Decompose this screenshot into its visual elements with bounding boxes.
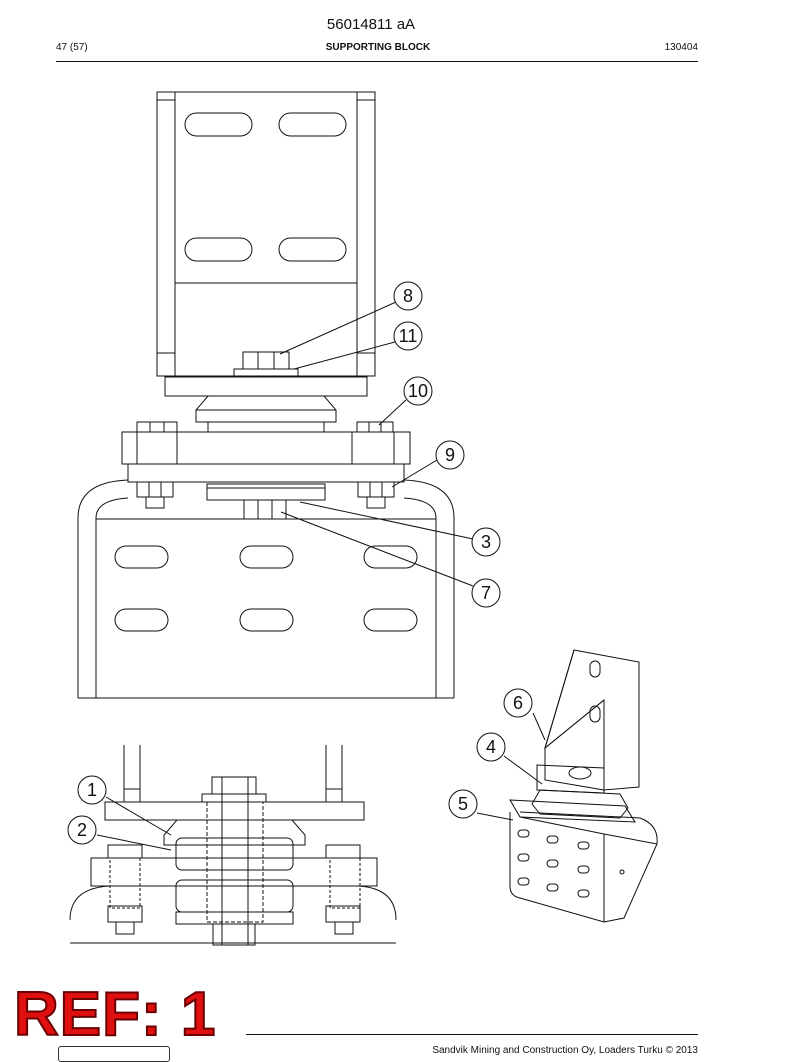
frame-slot — [363, 608, 418, 632]
bolt-head — [242, 351, 290, 370]
bracket-slot — [184, 237, 253, 262]
frame-slot — [114, 545, 169, 569]
isometric-view — [509, 649, 658, 923]
section-view — [69, 745, 397, 946]
frame-slot — [363, 545, 418, 569]
bracket-slot — [278, 112, 347, 137]
svg-text:8: 8 — [403, 286, 413, 306]
iso-rubber — [531, 789, 629, 819]
svg-text:9: 9 — [445, 445, 455, 465]
iso-bracket — [544, 649, 640, 791]
frame-slot — [114, 608, 169, 632]
page-reference: 47 (57) — [56, 42, 88, 53]
header-rule — [56, 61, 698, 62]
frame-outline — [77, 479, 129, 698]
svg-text:5: 5 — [458, 794, 468, 814]
main-assembly-view — [77, 91, 455, 699]
iso-frame — [509, 811, 658, 923]
bracket-slot — [184, 112, 253, 137]
date-code: 130404 — [664, 42, 698, 53]
callout-2: 2 — [67, 815, 97, 845]
callout-5: 5 — [448, 789, 478, 819]
bracket-outline — [156, 91, 376, 377]
svg-text:2: 2 — [77, 820, 87, 840]
callout-9: 9 — [435, 440, 465, 470]
leader-lines — [96, 301, 546, 851]
spacer-plate — [206, 483, 326, 501]
nut — [136, 421, 178, 433]
svg-text:1: 1 — [87, 780, 97, 800]
callout-3: 3 — [471, 527, 501, 557]
callout-11: 11 — [393, 321, 423, 351]
svg-text:6: 6 — [513, 693, 523, 713]
nut — [356, 421, 394, 433]
callout-10: 10 — [403, 376, 433, 406]
rubber-element — [195, 395, 337, 423]
svg-text:11: 11 — [399, 326, 418, 346]
company-logo — [58, 1046, 170, 1062]
nut — [136, 481, 174, 498]
callout-4: 4 — [476, 732, 506, 762]
callout-labels: 8 11 10 9 3 7 6 4 5 1 2 — [67, 281, 533, 845]
footer-copyright: Sandvik Mining and Construction Oy, Load… — [432, 1045, 698, 1056]
ref-stamp: REF: 1 — [13, 980, 217, 1049]
callout-6: 6 — [503, 688, 533, 718]
footer-rule — [246, 1034, 698, 1035]
nut — [357, 481, 395, 498]
callout-8: 8 — [393, 281, 423, 311]
svg-text:3: 3 — [481, 532, 491, 552]
frame-slot — [239, 608, 294, 632]
page-title: SUPPORTING BLOCK — [325, 42, 431, 53]
callout-7: 7 — [471, 578, 501, 608]
callout-1: 1 — [77, 775, 107, 805]
svg-text:10: 10 — [408, 381, 428, 401]
mounting-plate — [121, 431, 411, 465]
center-nut — [243, 499, 287, 520]
bracket-slot — [278, 237, 347, 262]
document-number: 56014811 aA — [326, 16, 416, 33]
svg-text:4: 4 — [486, 737, 496, 757]
base-plate — [164, 376, 368, 397]
svg-text:7: 7 — [481, 583, 491, 603]
frame-slot — [239, 545, 294, 569]
